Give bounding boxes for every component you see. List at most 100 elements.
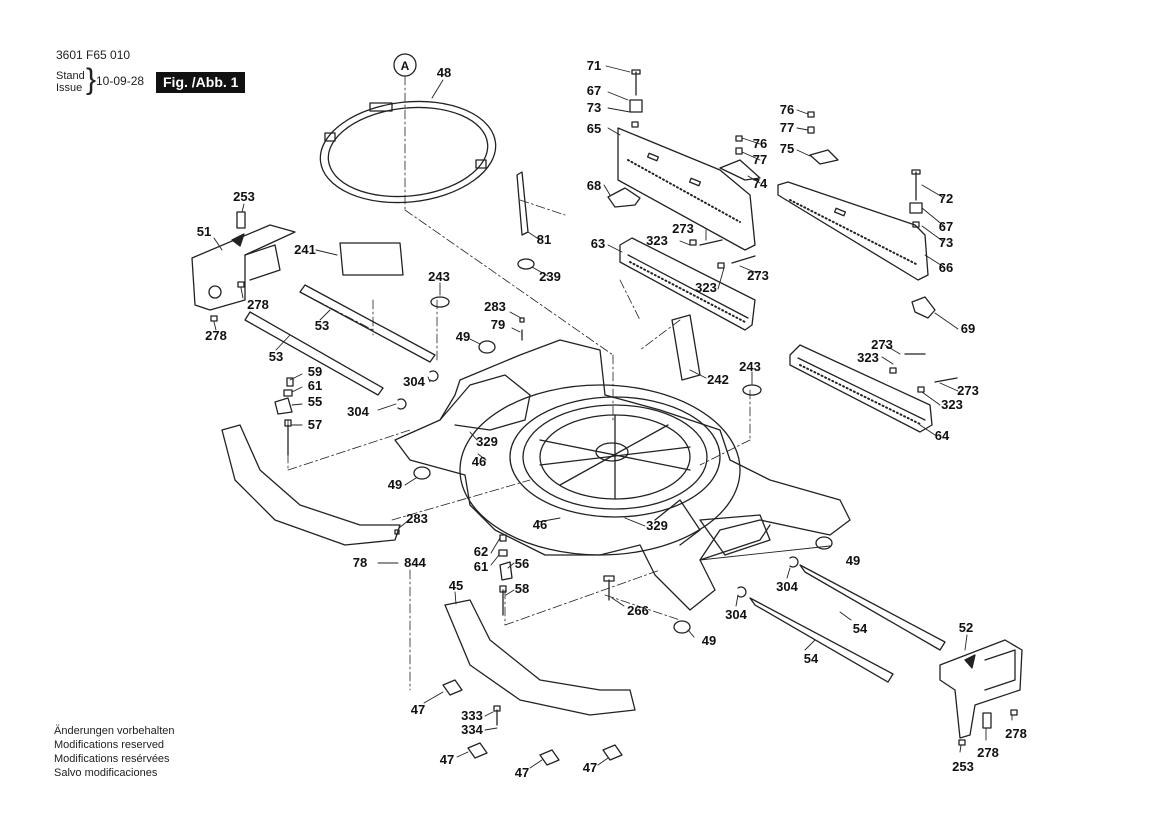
cap-278-a <box>210 315 218 322</box>
callout-56: 56 <box>515 556 529 571</box>
callout-323: 323 <box>857 350 879 365</box>
callout-253: 253 <box>233 189 255 204</box>
callout-304: 304 <box>403 374 425 389</box>
figure-badge: Fig. /Abb. 1 <box>156 72 246 93</box>
callout-73: 73 <box>939 235 953 250</box>
callout-283: 283 <box>484 299 506 314</box>
callout-58: 58 <box>515 581 529 596</box>
leader-lines <box>213 65 1013 769</box>
callout-333: 333 <box>461 708 483 723</box>
callout-241: 241 <box>294 242 316 257</box>
callout-78: 78 <box>353 555 367 570</box>
callout-51: 51 <box>197 224 211 239</box>
callout-62: 62 <box>474 544 488 559</box>
callout-71: 71 <box>587 58 601 73</box>
callout-253: 253 <box>952 759 974 774</box>
callout-323: 323 <box>695 280 717 295</box>
pin-81 <box>516 171 529 236</box>
note-line: Änderungen vorbehalten <box>54 725 175 737</box>
callout-46: 46 <box>472 454 486 469</box>
callout-61: 61 <box>308 378 322 393</box>
callout-79: 79 <box>491 317 505 332</box>
callout-64: 64 <box>935 428 950 443</box>
brace-icon: } <box>86 63 97 96</box>
callout-323: 323 <box>941 397 963 412</box>
callout-75: 75 <box>780 141 794 156</box>
callout-81: 81 <box>537 232 551 247</box>
callout-67: 67 <box>587 83 601 98</box>
callout-47: 47 <box>411 702 425 717</box>
stand-label: Stand <box>56 70 85 82</box>
callout-47: 47 <box>440 752 454 767</box>
callout-278: 278 <box>247 297 269 312</box>
callout-45: 45 <box>449 578 463 593</box>
notes-block: Änderungen vorbehalten Modifications res… <box>54 724 174 780</box>
callout-59: 59 <box>308 364 322 379</box>
screws <box>629 69 958 393</box>
callout-243: 243 <box>739 359 761 374</box>
callout-53: 53 <box>269 349 283 364</box>
callout-48: 48 <box>437 65 451 80</box>
nuts <box>413 340 833 634</box>
clamp-knob-left <box>607 187 641 208</box>
callout-54: 54 <box>804 651 819 666</box>
bevel-scale-upper <box>221 424 401 546</box>
callout-69: 69 <box>961 321 975 336</box>
callout-273: 273 <box>871 337 893 352</box>
issue-date: 10-09-28 <box>96 74 145 88</box>
callout-49: 49 <box>702 633 716 648</box>
extension-rods <box>244 284 946 683</box>
callout-53: 53 <box>315 318 329 333</box>
lock-parts <box>274 317 615 726</box>
callout-278: 278 <box>1005 726 1027 741</box>
callout-74: 74 <box>753 176 768 191</box>
callout-278: 278 <box>205 328 227 343</box>
callout-283: 283 <box>406 511 428 526</box>
callout-334: 334 <box>461 722 483 737</box>
clamp-knob-right <box>911 296 936 319</box>
callout-67: 67 <box>939 219 953 234</box>
callout-76: 76 <box>753 136 767 151</box>
callout-273: 273 <box>747 268 769 283</box>
callout-329: 329 <box>476 434 498 449</box>
callout-278: 278 <box>977 745 999 760</box>
turntable <box>459 384 741 556</box>
document-number: 3601 F65 010 <box>56 48 131 62</box>
callout-273: 273 <box>672 221 694 236</box>
callout-63: 63 <box>591 236 605 251</box>
fence-right <box>777 181 929 281</box>
callout-49: 49 <box>456 329 470 344</box>
callout-73: 73 <box>587 100 601 115</box>
fence-slide-right <box>789 344 933 433</box>
support-end-left <box>191 211 296 311</box>
disc-243-left <box>430 296 450 308</box>
callout-304: 304 <box>725 607 747 622</box>
callout-844: 844 <box>404 555 426 570</box>
clamp-plate-right <box>809 149 839 165</box>
disc-243-right <box>742 384 762 396</box>
label-plate-242 <box>671 314 701 381</box>
callout-49: 49 <box>388 477 402 492</box>
callout-242: 242 <box>707 372 729 387</box>
miter-base <box>394 339 851 611</box>
guide-ring <box>319 100 497 204</box>
reference-circle-letter: A <box>401 59 410 73</box>
note-line: Modifications resérvées <box>54 753 170 765</box>
callout-47: 47 <box>515 765 529 780</box>
cap-278-d <box>1010 709 1018 716</box>
fence-left <box>617 127 756 251</box>
callout-65: 65 <box>587 121 601 136</box>
note-line: Salvo modificaciones <box>54 767 158 779</box>
clamp-plate-left <box>719 159 761 181</box>
callout-72: 72 <box>939 191 953 206</box>
bevel-scale-lower <box>444 599 636 716</box>
callout-77: 77 <box>753 152 767 167</box>
callout-323: 323 <box>646 233 668 248</box>
cap-278-b <box>237 281 245 288</box>
label-plate-241 <box>339 242 404 276</box>
callout-55: 55 <box>308 394 322 409</box>
callout-304: 304 <box>776 579 798 594</box>
callout-77: 77 <box>780 120 794 135</box>
